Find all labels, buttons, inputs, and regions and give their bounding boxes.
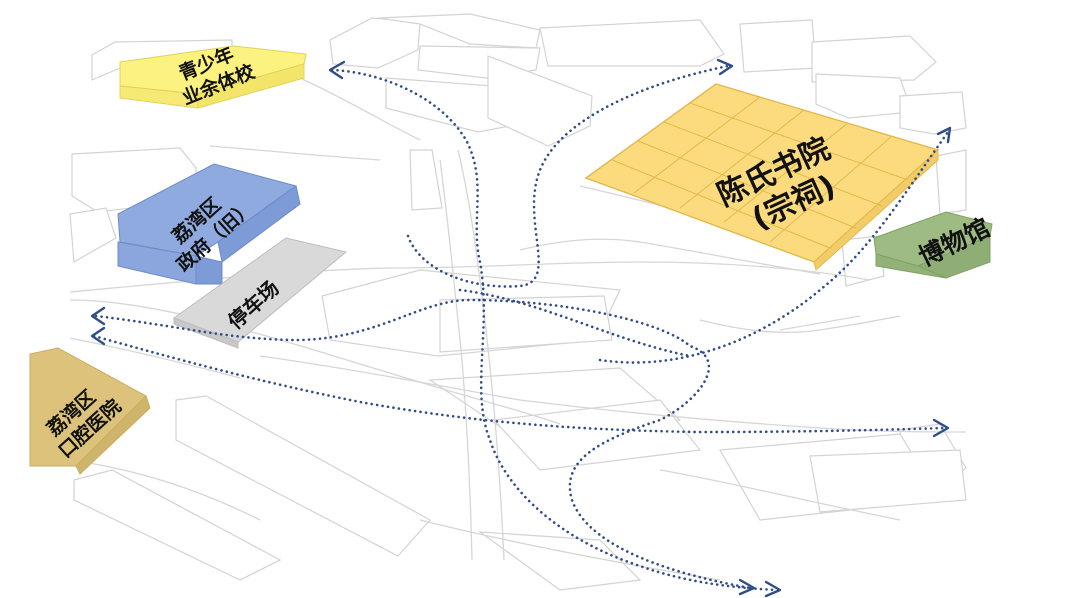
arrow-head-icon	[90, 306, 106, 326]
academy-grid-line	[663, 121, 883, 207]
youth-sports-school-front	[119, 85, 199, 109]
circulation-flows	[90, 58, 952, 598]
arrow-head-icon	[932, 418, 950, 438]
dental-hospital-side	[75, 395, 151, 475]
building-old-government: 荔湾区 政府（旧）	[117, 163, 301, 285]
arrow-head-icon	[716, 58, 734, 76]
building-dental-hospital: 荔湾区 口腔医院	[29, 347, 151, 475]
academy-grid-line	[689, 102, 909, 181]
arrow-head-icon	[328, 60, 346, 80]
flow-path-f	[458, 288, 692, 358]
building-chen-clan-academy: 陈氏书院 (宗祠)	[584, 83, 940, 271]
academy-grid-line	[633, 96, 761, 194]
academy-grid-line	[637, 140, 857, 229]
flow-path-d	[94, 298, 752, 590]
flow-path-c	[406, 64, 730, 288]
academy-grid-line	[769, 135, 893, 243]
flow-path-a	[330, 68, 778, 592]
arrow-head-icon	[936, 126, 952, 144]
building-museum: 博物馆	[873, 211, 994, 279]
arrow-head-icon	[738, 578, 756, 596]
flow-path-e	[598, 130, 950, 364]
arrow-head-icon	[90, 326, 106, 346]
context-layer	[69, 13, 967, 591]
academy-grid-line	[723, 122, 849, 223]
arrow-head-icon	[764, 580, 782, 598]
academy-grid-line	[679, 109, 805, 209]
academy-grid-line	[611, 159, 831, 249]
museum-front	[875, 253, 947, 279]
old-government-side	[217, 185, 301, 263]
building-parking-lot: 停车场	[172, 237, 348, 349]
